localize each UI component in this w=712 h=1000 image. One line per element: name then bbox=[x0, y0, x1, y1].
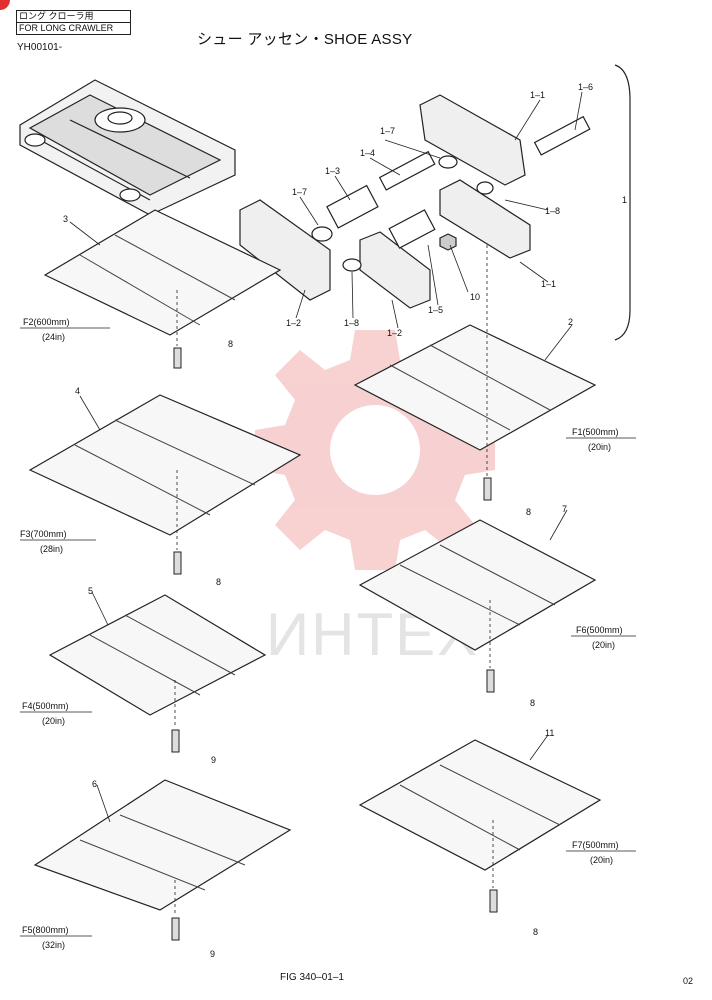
callout-1-2: 1–2 bbox=[286, 318, 301, 328]
callout-1-3: 1–3 bbox=[325, 166, 340, 176]
callout-3: 3 bbox=[63, 214, 68, 224]
size-rules bbox=[20, 327, 636, 937]
callout-1-6: 1–6 bbox=[578, 82, 593, 92]
callout-1-1: 1–1 bbox=[530, 90, 545, 100]
shoe-size-f6: F6(500mm) bbox=[576, 625, 623, 635]
assembly-bracket bbox=[614, 64, 631, 341]
callout-labels: 1–1 1–6 1–7 1–4 1–3 1–7 1–8 1 10 1–1 1–2… bbox=[63, 82, 627, 959]
figure-number: FIG 340–01–1 bbox=[280, 972, 344, 983]
bolt-icon bbox=[171, 917, 180, 941]
callout-bolt-9-a: 9 bbox=[211, 755, 216, 765]
shoe-plate-f7 bbox=[358, 739, 602, 871]
bolt-icon bbox=[173, 347, 182, 369]
callout-1-1-b: 1–1 bbox=[541, 279, 556, 289]
serial-range: YH00101- bbox=[17, 42, 63, 53]
callout-1-5: 1–5 bbox=[428, 305, 443, 315]
crawler-overview bbox=[19, 79, 236, 216]
shoe-size-f2-inch: (24in) bbox=[42, 332, 65, 342]
callout-1-7: 1–7 bbox=[380, 126, 395, 136]
shoe-plate-f1 bbox=[353, 324, 597, 451]
bolt-icon bbox=[486, 669, 495, 693]
shoe-size-f7: F7(500mm) bbox=[572, 840, 619, 850]
shoe-size-f4: F4(500mm) bbox=[22, 701, 69, 711]
shoe-size-f1-inch: (20in) bbox=[588, 442, 611, 452]
callout-1-2-b: 1–2 bbox=[387, 328, 402, 338]
leader-lines bbox=[69, 91, 583, 823]
assembly-axes bbox=[174, 245, 494, 916]
shoe-plate-f3 bbox=[28, 394, 302, 536]
shoe-plate-f4 bbox=[48, 594, 267, 716]
shoe-size-f7-inch: (20in) bbox=[590, 855, 613, 865]
callout-1: 1 bbox=[622, 195, 627, 205]
shoe-plate-f6 bbox=[358, 519, 597, 651]
callout-bolt-8-e: 8 bbox=[533, 927, 538, 937]
page-title: シュー アッセン・SHOE ASSY bbox=[197, 31, 413, 48]
callout-5: 5 bbox=[88, 586, 93, 596]
callout-4: 4 bbox=[75, 386, 80, 396]
callout-6: 6 bbox=[92, 779, 97, 789]
shoe-size-labels: F2(600mm) (24in) F1(500mm) (20in) F3(700… bbox=[20, 317, 623, 950]
note-jp: ロング クローラ用 bbox=[17, 11, 130, 23]
callout-bolt-9-b: 9 bbox=[210, 949, 215, 959]
link-assembly-parts bbox=[239, 94, 591, 309]
bolt-icon bbox=[171, 729, 180, 753]
note-en: FOR LONG CRAWLER bbox=[19, 23, 114, 33]
callout-2: 2 bbox=[568, 317, 573, 327]
bolt-icon bbox=[483, 477, 492, 501]
callout-7: 7 bbox=[562, 504, 567, 514]
shoe-plate-grousers bbox=[74, 234, 561, 891]
shoe-size-f3-inch: (28in) bbox=[40, 544, 63, 554]
shoe-plate-f5 bbox=[33, 779, 292, 911]
corner-marker bbox=[0, 0, 10, 10]
callout-1-4: 1–4 bbox=[360, 148, 375, 158]
shoe-size-f6-inch: (20in) bbox=[592, 640, 615, 650]
shoe-size-f2: F2(600mm) bbox=[23, 317, 70, 327]
callout-11: 11 bbox=[545, 728, 554, 738]
callout-10: 10 bbox=[470, 292, 480, 302]
shoe-size-f1: F1(500mm) bbox=[572, 427, 619, 437]
callout-1-8-b: 1–8 bbox=[344, 318, 359, 328]
shoe-size-f3: F3(700mm) bbox=[20, 529, 67, 539]
callout-1-8: 1–8 bbox=[545, 206, 560, 216]
callout-bolt-8-b: 8 bbox=[526, 507, 531, 517]
shoe-size-f5: F5(800mm) bbox=[22, 925, 69, 935]
callout-bolt-8-a: 8 bbox=[228, 339, 233, 349]
crawler-note-box: ロング クローラ用 FOR LONG CRAWLER bbox=[16, 10, 131, 35]
page-number: 02 bbox=[683, 976, 694, 986]
bolt-icon bbox=[173, 551, 182, 575]
callout-bolt-8-d: 8 bbox=[530, 698, 535, 708]
shoe-plate-f2 bbox=[43, 209, 282, 336]
callout-bolt-8-c: 8 bbox=[216, 577, 221, 587]
shoe-size-f5-inch: (32in) bbox=[42, 940, 65, 950]
callout-1-7-b: 1–7 bbox=[292, 187, 307, 197]
bolt-icon bbox=[489, 889, 498, 913]
shoe-size-f4-inch: (20in) bbox=[42, 716, 65, 726]
